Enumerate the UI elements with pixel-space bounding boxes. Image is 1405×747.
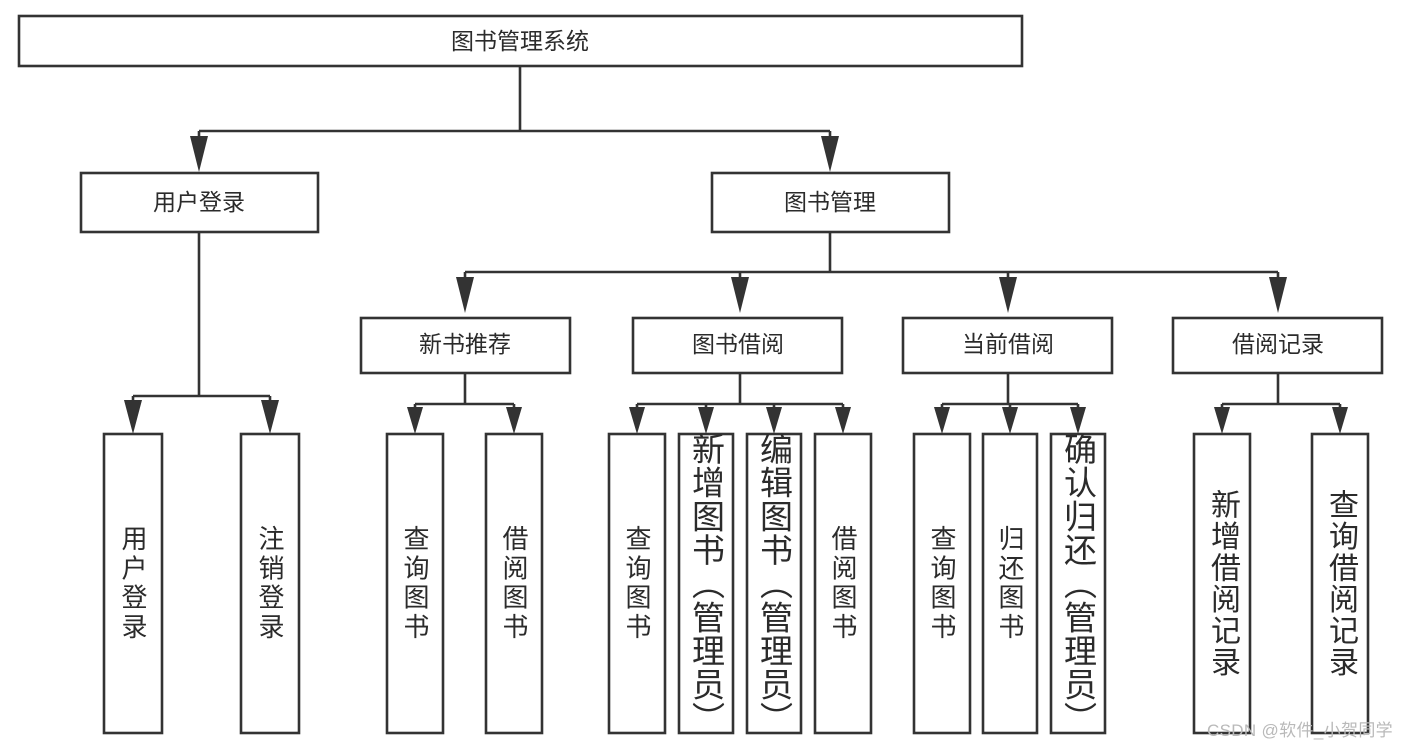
leaf-query-record[interactable]: 查询借阅记录 xyxy=(1310,432,1370,735)
node-book-borrow[interactable]: 图书借阅 xyxy=(631,316,844,375)
leaf-user-login[interactable]: 用户登录 xyxy=(102,432,164,735)
leaf-borrow-book-1[interactable]: 借阅图书 xyxy=(484,432,544,735)
node-user-login[interactable]: 用户登录 xyxy=(79,171,320,234)
leaf-borrow-book-2-label-fo: 借阅图书 xyxy=(828,524,858,643)
leaf-query-book-1-box[interactable] xyxy=(385,432,445,735)
arrowhead-leaf-query-book-2 xyxy=(629,407,645,434)
leaf-confirm-return-label: 确认归还（管理员） xyxy=(1059,434,1097,733)
leaf-return-book-box[interactable] xyxy=(981,432,1039,735)
leaf-user-login-label-fo: 用户登录 xyxy=(118,524,148,643)
node-root-box[interactable] xyxy=(17,14,1024,68)
leaf-query-book-3-label: 查询图书 xyxy=(927,524,957,643)
arrowhead-leaf-query-record xyxy=(1332,407,1348,434)
leaf-confirm-return-label-fo: 确认归还（管理员） xyxy=(1059,434,1097,733)
leaf-add-record-box[interactable] xyxy=(1192,432,1252,735)
leaf-query-record-label: 查询借阅记录 xyxy=(1324,489,1357,678)
arrowhead-new-book-recommend xyxy=(456,277,474,313)
arrowhead-leaf-borrow-book-1 xyxy=(506,407,522,434)
leaf-add-record-label-fo: 新增借阅记录 xyxy=(1206,489,1239,678)
leaf-add-record-label: 新增借阅记录 xyxy=(1206,489,1239,678)
node-new-book-recommend[interactable]: 新书推荐 xyxy=(359,316,572,375)
arrowhead-leaf-add-book xyxy=(698,407,714,434)
leaf-edit-book-label-fo: 编辑图书（管理员） xyxy=(755,434,793,733)
arrowhead-leaf-borrow-book-2 xyxy=(835,407,851,434)
leaf-user-login-label: 用户登录 xyxy=(118,524,148,643)
leaf-user-login-box[interactable] xyxy=(102,432,164,735)
node-book-borrow-box[interactable] xyxy=(631,316,844,375)
leaf-borrow-book-1-label: 借阅图书 xyxy=(499,524,529,643)
node-borrow-record-box[interactable] xyxy=(1171,316,1384,375)
node-current-borrow-box[interactable] xyxy=(901,316,1114,375)
leaf-confirm-return-box[interactable] xyxy=(1049,432,1107,735)
leaf-query-book-1-label: 查询图书 xyxy=(400,524,430,643)
leaf-confirm-return[interactable]: 确认归还（管理员） xyxy=(1049,432,1107,735)
leaf-user-logout[interactable]: 注销登录 xyxy=(239,432,301,735)
arrowhead-leaf-query-book-3 xyxy=(934,407,950,434)
arrowhead-book-manage xyxy=(821,136,839,172)
node-user-login-box[interactable] xyxy=(79,171,320,234)
arrowhead-leaf-edit-book xyxy=(766,407,782,434)
node-new-book-recommend-label: 新书推荐 xyxy=(419,331,511,357)
connector-layer xyxy=(124,66,1348,434)
leaf-query-book-2-box[interactable] xyxy=(607,432,667,735)
leaf-edit-book-label: 编辑图书（管理员） xyxy=(755,434,793,733)
leaf-borrow-book-2-label: 借阅图书 xyxy=(828,524,858,643)
arrowhead-user-login xyxy=(190,136,208,172)
node-current-borrow[interactable]: 当前借阅 xyxy=(901,316,1114,375)
node-borrow-record[interactable]: 借阅记录 xyxy=(1171,316,1384,375)
leaf-add-book-label-fo: 新增图书（管理员） xyxy=(687,434,725,733)
node-current-borrow-label: 当前借阅 xyxy=(962,331,1054,357)
node-book-manage[interactable]: 图书管理 xyxy=(710,171,951,234)
node-root[interactable]: 图书管理系统 xyxy=(17,14,1024,68)
leaf-borrow-book-1-box[interactable] xyxy=(484,432,544,735)
leaf-query-book-3[interactable]: 查询图书 xyxy=(912,432,972,735)
node-book-manage-label: 图书管理 xyxy=(784,189,876,215)
arrowhead-leaf-add-record xyxy=(1214,407,1230,434)
leaf-query-book-2[interactable]: 查询图书 xyxy=(607,432,667,735)
leaf-query-book-3-box[interactable] xyxy=(912,432,972,735)
leaf-query-record-box[interactable] xyxy=(1310,432,1370,735)
leaf-return-book-label: 归还图书 xyxy=(995,524,1025,643)
leaf-add-book-label: 新增图书（管理员） xyxy=(687,434,725,733)
leaf-add-book[interactable]: 新增图书（管理员） xyxy=(677,432,735,735)
leaf-query-book-1[interactable]: 查询图书 xyxy=(385,432,445,735)
arrowhead-borrow-record xyxy=(1269,277,1287,313)
leaf-add-record[interactable]: 新增借阅记录 xyxy=(1192,432,1252,735)
node-user-login-label: 用户登录 xyxy=(153,189,245,215)
node-borrow-record-label: 借阅记录 xyxy=(1232,331,1324,357)
leaf-edit-book[interactable]: 编辑图书（管理员） xyxy=(745,432,803,735)
arrowhead-book-borrow xyxy=(731,277,749,313)
leaf-return-book[interactable]: 归还图书 xyxy=(981,432,1039,735)
leaf-add-book-box[interactable] xyxy=(677,432,735,735)
arrowhead-current-borrow xyxy=(999,277,1017,313)
leaf-borrow-book-2-box[interactable] xyxy=(813,432,873,735)
leaf-query-book-3-label-fo: 查询图书 xyxy=(927,524,957,643)
leaf-query-book-2-label: 查询图书 xyxy=(622,524,652,643)
arrowhead-leaf-return-book xyxy=(1002,407,1018,434)
node-book-borrow-label: 图书借阅 xyxy=(692,331,784,357)
leaf-user-logout-box[interactable] xyxy=(239,432,301,735)
leaf-query-book-1-label-fo: 查询图书 xyxy=(400,524,430,643)
leaf-borrow-book-1-label-fo: 借阅图书 xyxy=(499,524,529,643)
leaf-edit-book-box[interactable] xyxy=(745,432,803,735)
arrowhead-leaf-user-login xyxy=(124,400,142,434)
arrowhead-leaf-user-logout xyxy=(261,400,279,434)
node-book-manage-box[interactable] xyxy=(710,171,951,234)
leaf-borrow-book-2[interactable]: 借阅图书 xyxy=(813,432,873,735)
leaf-user-logout-label-fo: 注销登录 xyxy=(255,524,285,643)
node-new-book-recommend-box[interactable] xyxy=(359,316,572,375)
leaf-return-book-label-fo: 归还图书 xyxy=(995,524,1025,643)
node-root-label: 图书管理系统 xyxy=(451,28,589,54)
arrowhead-leaf-confirm-return xyxy=(1070,407,1086,434)
leaf-user-logout-label: 注销登录 xyxy=(255,524,285,643)
leaf-query-book-2-label-fo: 查询图书 xyxy=(622,524,652,643)
leaf-query-record-label-fo: 查询借阅记录 xyxy=(1324,489,1357,678)
arrowhead-leaf-query-book-1 xyxy=(407,407,423,434)
